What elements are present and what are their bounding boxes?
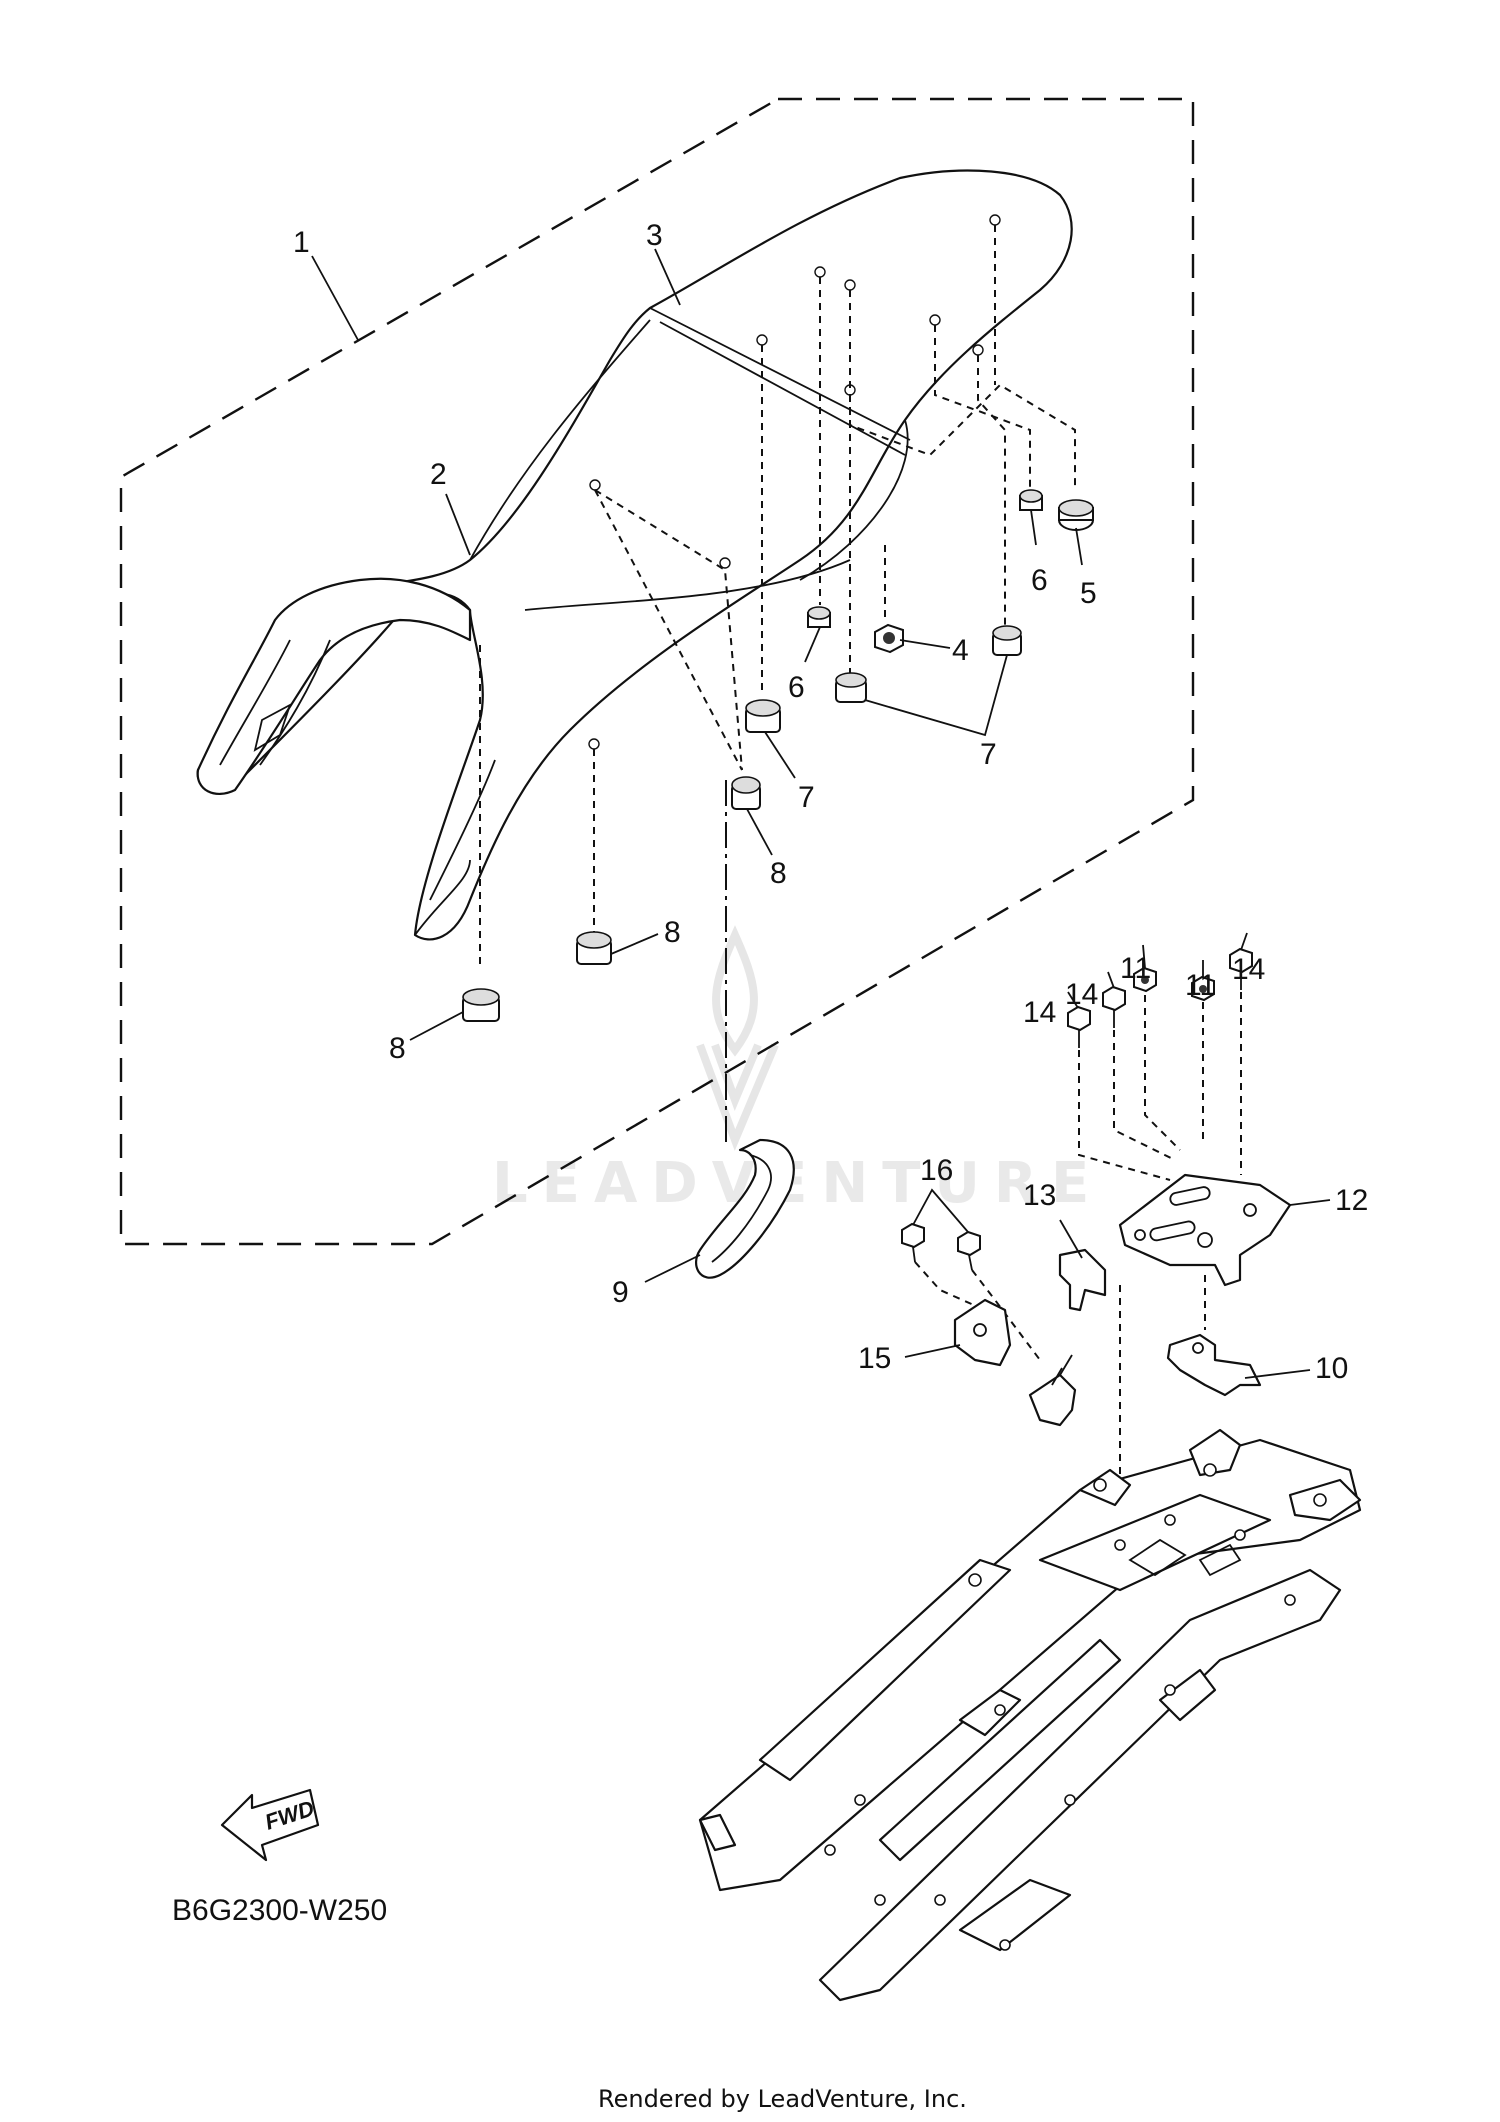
seat-band-inner: [711, 1154, 772, 1263]
seat-contour: [799, 419, 909, 581]
seat: [196, 169, 1073, 941]
seat-front-tip: [414, 859, 471, 936]
callout-8-mid: 8: [664, 916, 681, 949]
clip-13: [1058, 1248, 1107, 1312]
watermark-text: LEADVENTURE: [492, 1151, 1103, 1216]
callout-4: 4: [952, 634, 969, 667]
fastener-guides: [479, 225, 1076, 970]
seat-mount-holes: [588, 214, 1001, 750]
rear-frame: [698, 1428, 1362, 2002]
dampers: [462, 489, 1094, 1022]
damper-7-left: [745, 699, 781, 733]
seat-lock-assembly-15: [953, 1298, 1077, 1427]
callout-6-lower: 6: [788, 671, 805, 704]
bolt-14-mid: [1102, 985, 1126, 1028]
callout-5: 5: [1080, 577, 1097, 610]
callout-15: 15: [858, 1342, 891, 1375]
nut-11-right: [1191, 975, 1215, 1002]
damper-8-upper: [731, 776, 761, 810]
callout-13: 13: [1023, 1179, 1056, 1212]
callout-12: 12: [1335, 1184, 1368, 1217]
callout-10: 10: [1315, 1352, 1348, 1385]
document-code: B6G2300-W250: [172, 1894, 387, 1927]
seat-contour: [659, 321, 906, 456]
callouts: 1 2 3 4 5 6 6 7 7 8 8 8 9 10 11 11 12 13…: [293, 219, 1368, 1385]
bolt-14-left: [1067, 1005, 1091, 1048]
damper-7-mid: [835, 672, 867, 703]
callout-16: 16: [920, 1154, 953, 1187]
callout-9: 9: [612, 1276, 629, 1309]
callout-7-left: 7: [798, 781, 815, 814]
fwd-arrow-icon: FWD: [220, 1788, 320, 1862]
seat-rear-loop-inner: [259, 639, 331, 766]
damper-8-mid: [576, 931, 612, 965]
seat-contour: [469, 319, 651, 561]
seat-assembly-boundary: [119, 97, 1195, 1246]
callout-3: 3: [646, 219, 663, 252]
callout-14-right: 14: [1232, 953, 1265, 986]
damper-5: [1058, 499, 1094, 531]
callout-11-left: 11: [1120, 952, 1151, 985]
damper-6-upper: [1019, 489, 1043, 511]
damper-7-right: [992, 625, 1022, 656]
bolts-and-nuts: [1067, 947, 1253, 1181]
watermark-logo-icon: [696, 925, 779, 1151]
damper-6-lower: [807, 606, 831, 628]
callout-7-right: 7: [980, 738, 997, 771]
seat-contour: [649, 307, 911, 441]
callout-14-mid: 14: [1065, 978, 1098, 1011]
nut-4: [874, 623, 904, 654]
seat-rear-loop: [196, 577, 472, 795]
seat-band: [694, 1138, 795, 1279]
footer-text: Rendered by LeadVenture, Inc.: [598, 2085, 967, 2113]
seat-lock-hook-10: [1166, 1333, 1262, 1397]
callout-14-left: 14: [1023, 996, 1056, 1029]
bolts-16: [901, 1222, 1041, 1361]
bracket-12: [1118, 1173, 1292, 1287]
nut-11-left: [1133, 966, 1157, 993]
bolt-14-right: [1229, 947, 1253, 990]
callout-11-right: 11: [1185, 969, 1216, 1002]
callout-6-upper: 6: [1031, 564, 1048, 597]
callout-8-upper: 8: [770, 857, 787, 890]
seat-front-tip: [429, 759, 496, 901]
damper-8-lower: [462, 988, 500, 1022]
watermark: LEADVENTURE: [492, 925, 1103, 1216]
callout-8-lower: 8: [389, 1032, 406, 1065]
callout-2: 2: [430, 458, 447, 491]
callout-1: 1: [293, 226, 310, 259]
seat-rear-detail: [253, 703, 292, 752]
callout-leaders: [311, 248, 1331, 1379]
seat-rear-loop-inner: [219, 639, 291, 766]
